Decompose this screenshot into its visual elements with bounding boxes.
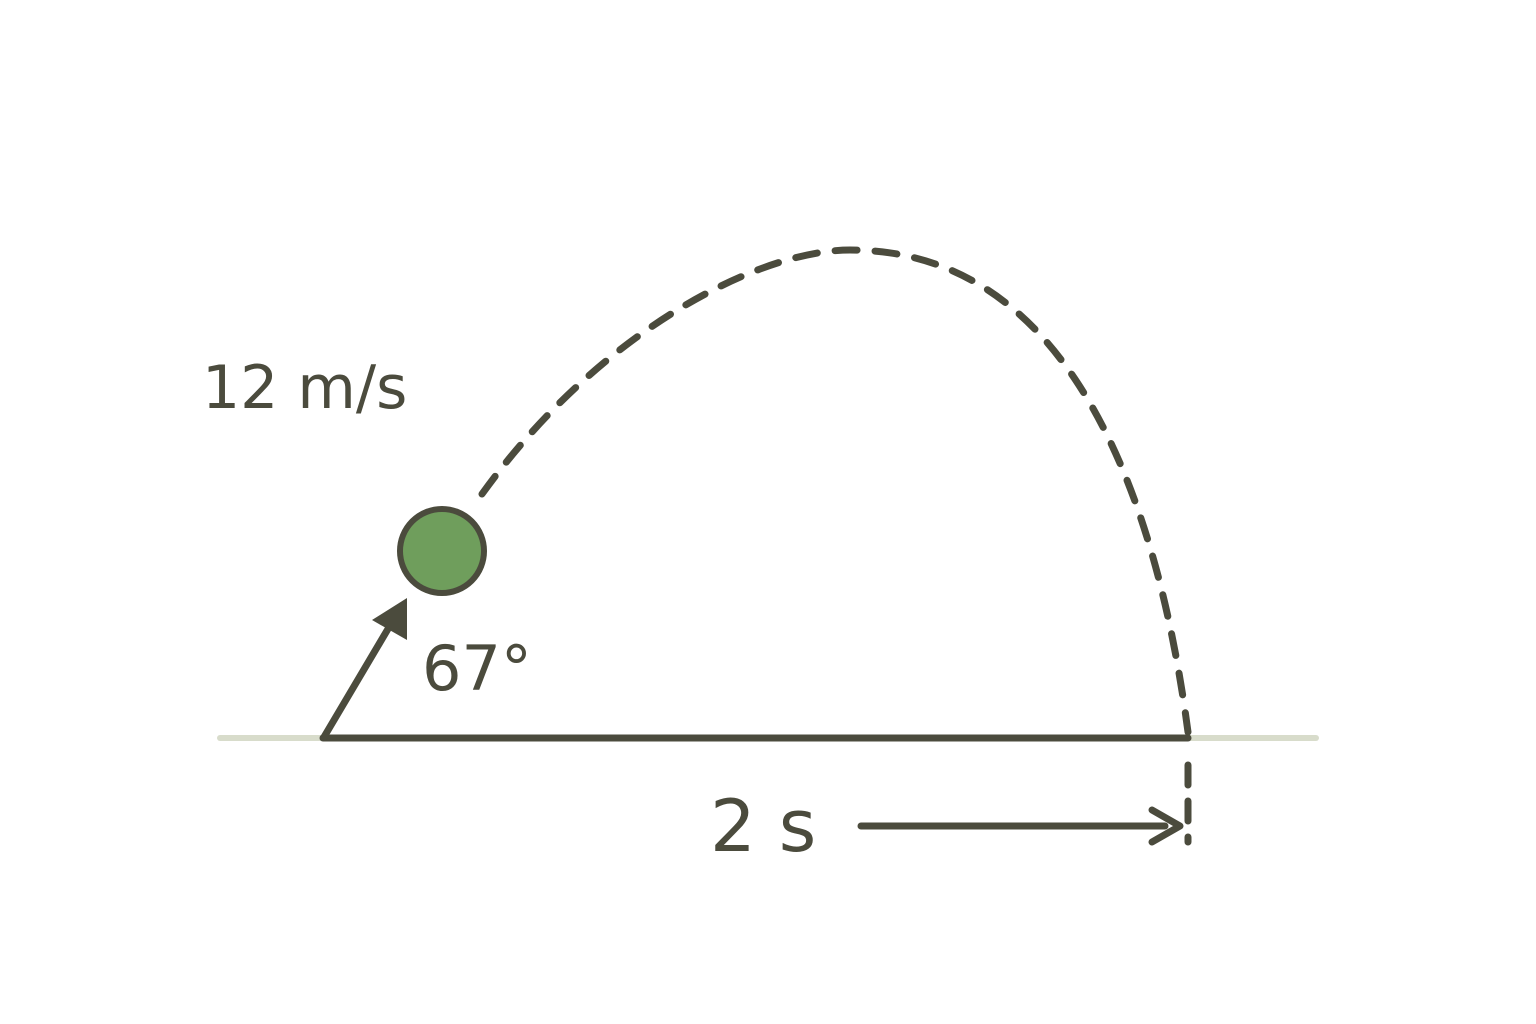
trajectory-path <box>478 246 1192 736</box>
velocity-arrow <box>320 608 402 741</box>
velocity-arrowhead <box>372 598 407 640</box>
angle-label: 67° <box>422 632 532 705</box>
time-arrowhead <box>1148 806 1184 846</box>
speed-label: 12 m/s <box>202 353 407 423</box>
projectile-ball <box>397 506 487 596</box>
time-label: 2 s <box>710 784 816 868</box>
